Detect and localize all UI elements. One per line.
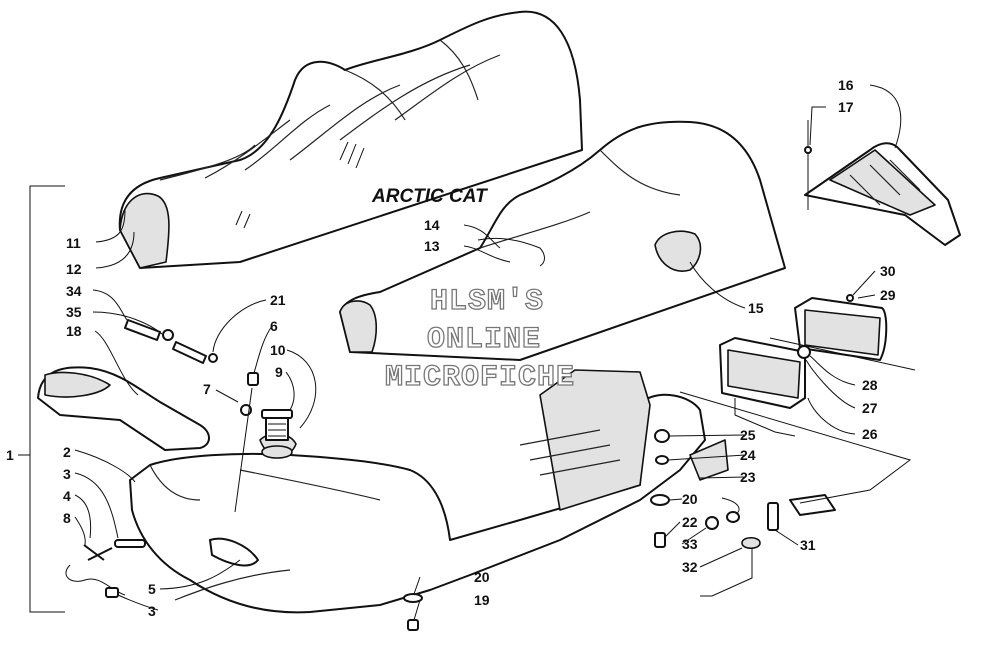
callout-16: 16 <box>838 77 854 93</box>
watermark-line-1: HLSM'S <box>430 285 544 319</box>
callout-31: 31 <box>800 537 816 553</box>
watermark-line-2: ONLINE <box>427 323 541 357</box>
fuel-cap <box>261 409 293 459</box>
callout-5: 5 <box>148 581 156 597</box>
callout-32: 32 <box>682 559 698 575</box>
callout-24: 24 <box>740 447 756 463</box>
callout-3-lower: 3 <box>148 603 156 619</box>
callout-18: 18 <box>66 323 82 339</box>
callout-20-bottom: 20 <box>474 569 490 585</box>
watermark: HLSM'S ONLINE MICROFICHE <box>384 284 575 395</box>
callout-35: 35 <box>66 304 82 320</box>
callout-25: 25 <box>740 427 756 443</box>
leader-lines <box>74 84 902 621</box>
callout-7: 7 <box>203 381 211 397</box>
hardware-set <box>65 319 836 631</box>
backrest-panel <box>37 366 210 451</box>
brand-label: ARCTIC CAT <box>371 186 488 207</box>
callout-22: 22 <box>682 514 698 530</box>
callout-33: 33 <box>682 536 698 552</box>
tray-fastener <box>804 120 812 210</box>
callout-29: 29 <box>880 287 896 303</box>
assembly-bracket <box>18 185 65 613</box>
callout-10: 10 <box>270 342 286 358</box>
seat-foam <box>339 120 786 361</box>
callout-4: 4 <box>63 488 71 504</box>
callout-2: 2 <box>63 444 71 460</box>
callout-17: 17 <box>838 99 854 115</box>
callout-34: 34 <box>66 283 82 299</box>
callout-1: 1 <box>6 447 14 463</box>
storage-tray <box>804 142 961 246</box>
callout-8: 8 <box>63 510 71 526</box>
seat-cover: ARCTIC CAT <box>118 10 583 269</box>
callout-12: 12 <box>66 261 82 277</box>
callout-3-upper: 3 <box>63 466 71 482</box>
callout-26: 26 <box>862 426 878 442</box>
watermark-line-3: MICROFICHE <box>385 361 575 395</box>
callout-19: 19 <box>474 592 490 608</box>
callout-28: 28 <box>862 377 878 393</box>
taillight-assembly <box>679 294 916 504</box>
callout-27: 27 <box>862 400 878 416</box>
callout-9: 9 <box>275 364 283 380</box>
callout-13: 13 <box>424 238 440 254</box>
callout-30: 30 <box>880 263 896 279</box>
callout-20-right: 20 <box>682 491 698 507</box>
callout-11: 11 <box>66 235 81 251</box>
callout-6: 6 <box>270 318 278 334</box>
callout-21: 21 <box>270 292 286 308</box>
callout-14: 14 <box>424 217 440 233</box>
callout-15: 15 <box>748 300 764 316</box>
callout-23: 23 <box>740 469 756 485</box>
callout-labels: 1 2 3 4 8 5 3 7 6 21 10 9 34 35 18 11 12… <box>6 77 896 619</box>
